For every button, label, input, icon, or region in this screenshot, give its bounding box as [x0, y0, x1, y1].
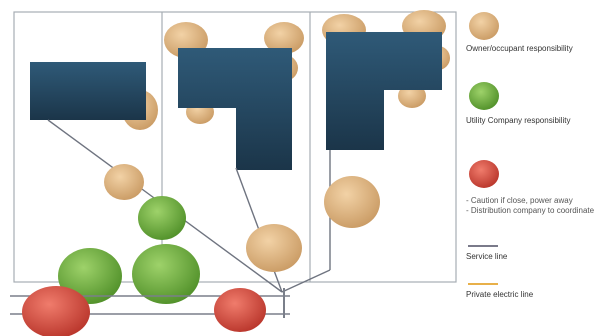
homeowner-tree: [246, 224, 302, 272]
homeowner-tree: [104, 164, 144, 200]
legend-symbols: [468, 12, 499, 285]
legend-service-line-label: Service line: [466, 252, 508, 261]
homeowner-trees-front: [104, 164, 380, 272]
lot-outline: [13, 11, 457, 283]
legend-homeowner-swatch: [469, 12, 499, 40]
utility-tree: [138, 196, 186, 240]
homeowner-tree: [264, 22, 304, 54]
service-line: [281, 269, 331, 293]
house-middle: [178, 48, 292, 170]
caution-tree: [214, 288, 266, 332]
legend-homeowner-label: Owner/occupant responsibility: [466, 44, 573, 53]
legend-caution-label: - Caution if close, power away - Distrib…: [466, 196, 595, 215]
legend-utility-swatch: [469, 82, 499, 110]
utility-tree: [132, 244, 200, 304]
house-right: [326, 32, 442, 150]
legend-caution-swatch: [469, 160, 499, 188]
houses: [30, 32, 442, 170]
caution-trees: [22, 286, 266, 336]
homeowner-tree: [324, 176, 380, 228]
house-left: [30, 62, 146, 120]
legend-utility-label: Utility Company responsibility: [466, 116, 571, 125]
utility-trees: [58, 196, 200, 304]
caution-tree: [22, 286, 90, 336]
legend-private-line-label: Private electric line: [466, 290, 534, 299]
